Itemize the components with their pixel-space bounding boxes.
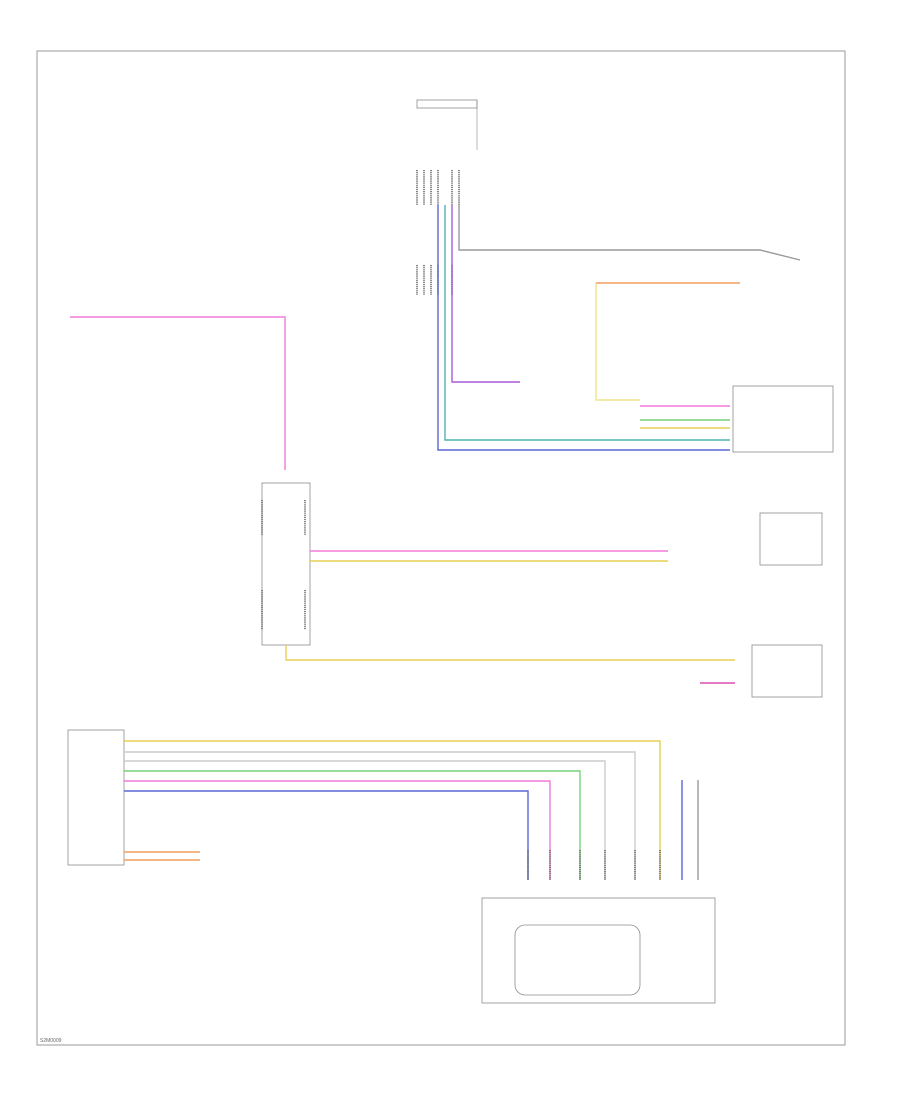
lower-right-module-box [751,644,823,698]
center-connector-pins [261,500,306,630]
bottom-switch-inner [514,924,641,996]
wire-teal-module [444,205,730,441]
wire-bus-gray-2 [124,760,606,880]
right-top-switch [595,282,834,453]
wire-bus-green [124,770,581,880]
wire-purple-module [451,205,520,383]
center-connector-box [261,482,311,646]
wire-yellow-left [285,645,735,661]
steering-column-module [416,99,478,295]
wire-gray-module [458,205,801,261]
mid-right-module-box [759,512,823,566]
bottom-switch-box [481,897,716,1004]
lower-left-module [67,729,661,880]
bottom-switch-assembly [481,780,716,1004]
footer-code: S2M0009 [40,1038,62,1044]
wire-blue-module [437,205,730,451]
wire-bus-blue [124,790,529,880]
bottom-switch-pins [527,850,661,880]
wire-bus-pink [124,780,551,880]
diagram-frame [36,50,846,1046]
module-wires [437,205,801,451]
wire-light-yellow-loop [595,283,640,401]
wire-bus-gray-1 [124,751,636,880]
wire-pink-left [70,316,286,470]
module-top-bar [416,99,478,109]
left-harness [70,316,823,698]
lower-left-module-box [67,729,125,866]
wire-bus-yellow [124,740,661,880]
right-module-box [732,385,834,453]
